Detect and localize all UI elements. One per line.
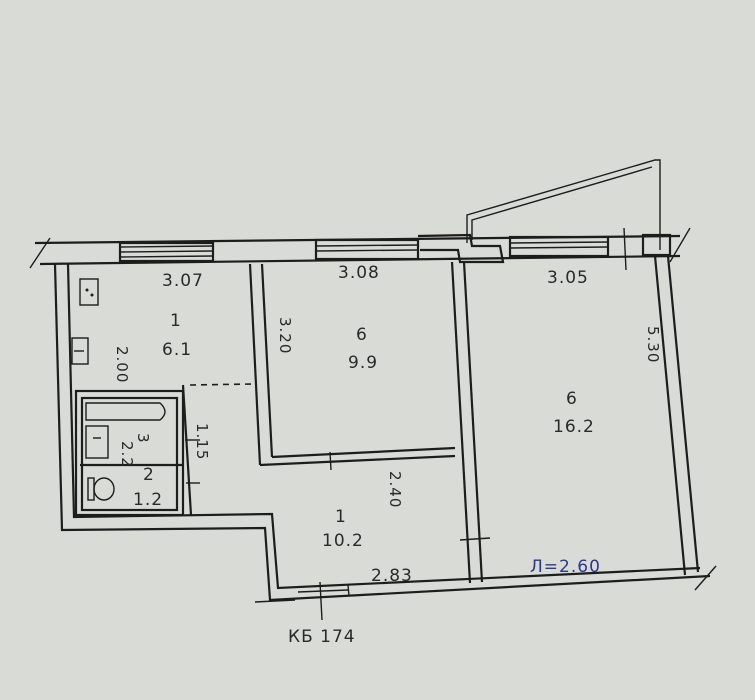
outer-walls xyxy=(53,255,717,603)
labels: 3.07 3.08 3.05 2.00 3.20 5.30 1.15 2.40 … xyxy=(113,263,662,647)
hall-number: 1 xyxy=(335,507,347,527)
kitchen-fixtures xyxy=(71,278,99,365)
toilet-number: 2 xyxy=(143,465,155,485)
dim-kitchen-top: 3.07 xyxy=(162,271,204,291)
sink-icon xyxy=(85,425,109,459)
dim-large-top: 3.05 xyxy=(547,268,589,288)
dim-hall-width: 2.83 xyxy=(371,566,413,586)
large-room-area: 16.2 xyxy=(553,417,595,437)
bathroom-area: 2.2 xyxy=(118,441,136,468)
ceiling-height: Л=2.60 xyxy=(530,557,601,577)
bathroom-number: 3 xyxy=(134,433,152,444)
dim-middle-top: 3.08 xyxy=(338,263,380,283)
hall-area: 10.2 xyxy=(322,531,364,551)
large-room-number: 6 xyxy=(566,389,578,409)
middle-room-number: 6 xyxy=(356,325,368,345)
dim-bath-depth: 1.15 xyxy=(193,423,211,460)
middle-room-area: 9.9 xyxy=(348,353,378,373)
dim-hall-depth: 2.40 xyxy=(386,471,404,508)
dim-large-depth: 5.30 xyxy=(644,326,662,363)
window-kitchen xyxy=(118,241,215,263)
top-wall xyxy=(29,227,691,271)
kitchen-sink-icon xyxy=(71,337,89,365)
toilet-area: 1.2 xyxy=(133,490,163,510)
window-middle-room xyxy=(314,238,420,261)
stove-icon xyxy=(79,278,99,306)
bathtub-icon xyxy=(85,402,166,421)
kitchen-number: 1 xyxy=(170,311,182,331)
dim-middle-depth: 3.20 xyxy=(276,317,294,354)
footer-code: КБ 174 xyxy=(288,627,356,647)
kitchen-area: 6.1 xyxy=(162,340,192,360)
dim-kitchen-depth: 2.00 xyxy=(113,346,131,383)
balcony xyxy=(466,159,661,250)
window-large-room xyxy=(508,235,610,258)
internal-walls xyxy=(74,261,491,621)
